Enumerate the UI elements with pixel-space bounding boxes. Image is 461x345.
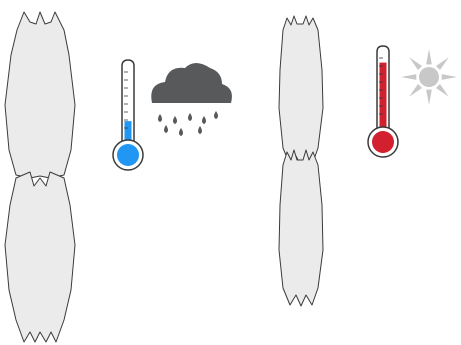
thermometer-bulb — [372, 131, 394, 153]
sun-ray — [426, 49, 432, 64]
rain-cloud-icon — [151, 63, 232, 136]
sun-ray — [409, 84, 422, 97]
elongated-body-bottom — [5, 172, 75, 342]
stacked-body-top — [279, 16, 323, 166]
sun-ray — [401, 74, 416, 80]
sun-ray — [409, 57, 422, 70]
left-organism — [5, 12, 75, 342]
raindrops — [158, 111, 218, 136]
sun-ray — [436, 84, 449, 97]
sun-ray — [436, 57, 449, 70]
cloud-icon — [151, 63, 232, 103]
hot-thermometer-icon — [368, 46, 398, 157]
sun-ray — [426, 90, 432, 105]
thermometer-bulb — [117, 144, 139, 166]
stacked-body-bottom — [279, 150, 323, 306]
sun-icon — [401, 49, 457, 105]
right-organism — [279, 16, 323, 306]
sun-ray — [442, 74, 457, 80]
sun-core — [419, 67, 439, 87]
elongated-body-top — [5, 12, 75, 178]
cold-thermometer-icon — [113, 60, 143, 170]
